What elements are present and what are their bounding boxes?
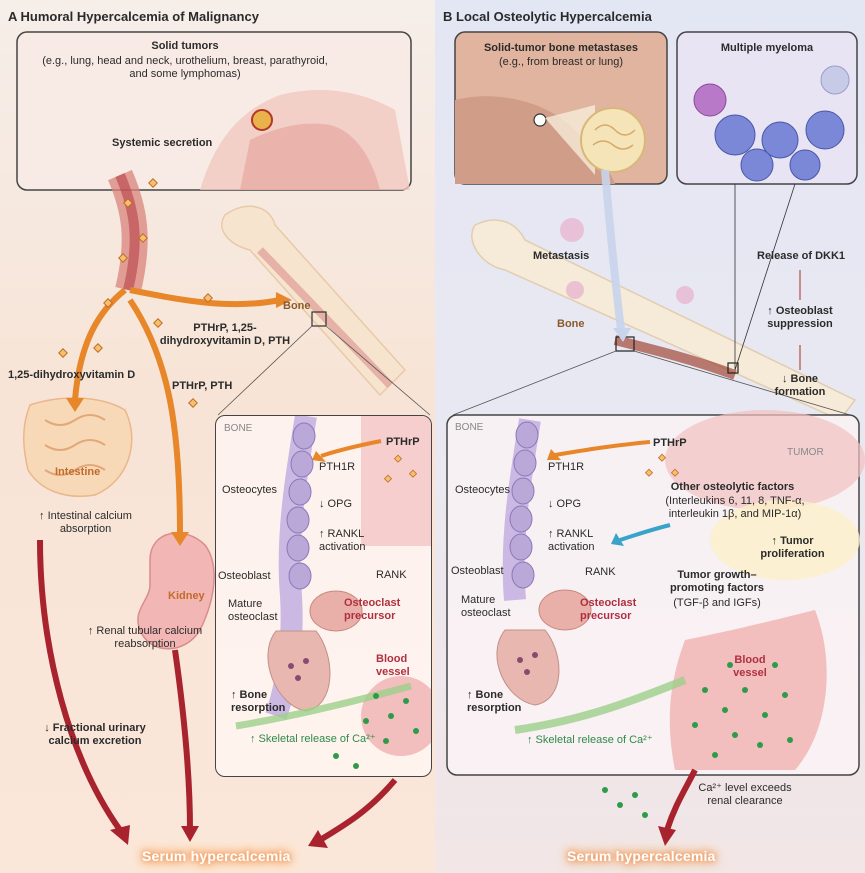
release-dkk1-label: Release of DKK1 xyxy=(757,250,846,262)
inset-a-pth1r: PTH1R xyxy=(319,461,356,473)
fractional-excretion-label: ↓ Fractional urinary calcium excretion xyxy=(44,722,146,747)
metastases-label: Solid-tumor bone metastases xyxy=(483,42,639,54)
osteoblast-suppression-label: ↑ Osteoblast suppression xyxy=(767,305,833,330)
inset-b-skeletal-release: ↑ Skeletal release of Ca²⁺ xyxy=(527,734,653,746)
inset-a-osteocytes: Osteocytes xyxy=(222,484,278,496)
growth-factors-list: (TGF-β and IGFs) xyxy=(673,597,761,609)
intestine-label: Intestine xyxy=(55,466,101,478)
inset-b-osteoblast: Osteoblast xyxy=(451,565,504,577)
panel-a-artwork xyxy=(16,31,431,848)
inset-b-pth1r: PTH1R xyxy=(548,461,585,473)
metastases-examples: (e.g., from breast or lung) xyxy=(498,56,624,68)
inset-b-mature-osteoclast: Mature osteoclast xyxy=(461,594,511,619)
renal-reabsorption-label: ↑ Renal tubular calcium reabsorption xyxy=(87,625,203,650)
inset-a-artwork xyxy=(235,416,431,769)
tumor-proliferation-label: ↑ Tumor proliferation xyxy=(760,535,825,560)
inset-a-osteoblast: Osteoblast xyxy=(218,570,271,582)
serum-hypercalcemia-b: Serum hypercalcemia xyxy=(567,848,716,864)
inset-b-rankl: ↑ RANKL activation xyxy=(548,528,595,553)
metastasis-label: Metastasis xyxy=(533,250,590,262)
panel-a: A Humoral Hypercalcemia of Malignancy So… xyxy=(0,0,435,873)
intestinal-absorption-label: ↑ Intestinal calcium absorption xyxy=(39,510,132,535)
inset-a-mature-osteoclast: Mature osteoclast xyxy=(228,598,278,623)
inset-b-rank: RANK xyxy=(585,566,616,578)
systemic-secretion-label: Systemic secretion xyxy=(112,137,213,149)
inset-b-osteoclast-precursor: Osteoclast precursor xyxy=(580,597,637,622)
inset-b-bone-resorption: ↑ Bone resorption xyxy=(467,689,522,714)
other-factors-label: Other osteolytic factors xyxy=(670,481,795,493)
bone-label-b: Bone xyxy=(557,318,585,330)
growth-factors-label: Tumor growth–promoting factors xyxy=(669,569,765,594)
inset-b-bone-tag: BONE xyxy=(455,422,484,433)
bone-formation-label: ↓ Bone formation xyxy=(774,373,826,398)
inset-b-pthrp: PTHrP xyxy=(653,437,687,449)
kidney-label: Kidney xyxy=(168,590,205,602)
other-factors-list: (Interleukins 6, 11, 8, TNF-α, interleuk… xyxy=(665,495,805,520)
panel-a-title: A Humoral Hypercalcemia of Malignancy xyxy=(8,9,259,24)
inset-a-rank: RANK xyxy=(376,569,407,581)
solid-tumors-examples: (e.g., lung, head and neck, urothelium, … xyxy=(42,55,328,80)
myeloma-label: Multiple myeloma xyxy=(720,42,814,54)
inset-a-osteoclast-precursor: Osteoclast precursor xyxy=(344,597,401,622)
panel-b: B Local Osteolytic Hypercalcemia Solid-t… xyxy=(435,0,865,873)
inset-a-bone-tag: BONE xyxy=(224,423,253,434)
inset-a-rankl: ↑ RANKL activation xyxy=(319,528,366,553)
inset-a-bone-resorption: ↑ Bone resorption xyxy=(231,689,286,714)
pthrp-pth-label: PTHrP, PTH xyxy=(172,380,233,392)
inset-b-blood-vessel: Blood vessel xyxy=(733,654,767,679)
bone-label-a: Bone xyxy=(283,300,311,312)
solid-tumors-label: Solid tumors xyxy=(151,40,219,52)
panel-b-title: B Local Osteolytic Hypercalcemia xyxy=(443,9,652,24)
inset-a-pthrp: PTHrP xyxy=(386,436,420,448)
inset-b-osteocytes: Osteocytes xyxy=(455,484,511,496)
inset-b-opg: ↓ OPG xyxy=(548,498,582,510)
bone-inset-a: BONE PTHrP PTH1R Osteocytes ↓ OPG ↑ RANK… xyxy=(215,415,432,777)
inset-a-blood-vessel: Blood vessel xyxy=(376,653,410,678)
inset-b-tumor-tag: TUMOR xyxy=(787,447,824,458)
pthrp-vitd-pth-label: PTHrP, 1,25-dihydroxyvitamin D, PTH xyxy=(159,322,291,347)
vitd-label: 1,25-dihydroxyvitamin D xyxy=(8,369,136,381)
ca-exceeds-label: Ca²⁺ level exceeds renal clearance xyxy=(698,782,792,807)
inset-a-skeletal-release: ↑ Skeletal release of Ca²⁺ xyxy=(250,733,376,745)
panel-b-artwork xyxy=(446,31,865,846)
serum-hypercalcemia-a: Serum hypercalcemia xyxy=(142,848,291,864)
inset-a-opg: ↓ OPG xyxy=(319,498,353,510)
